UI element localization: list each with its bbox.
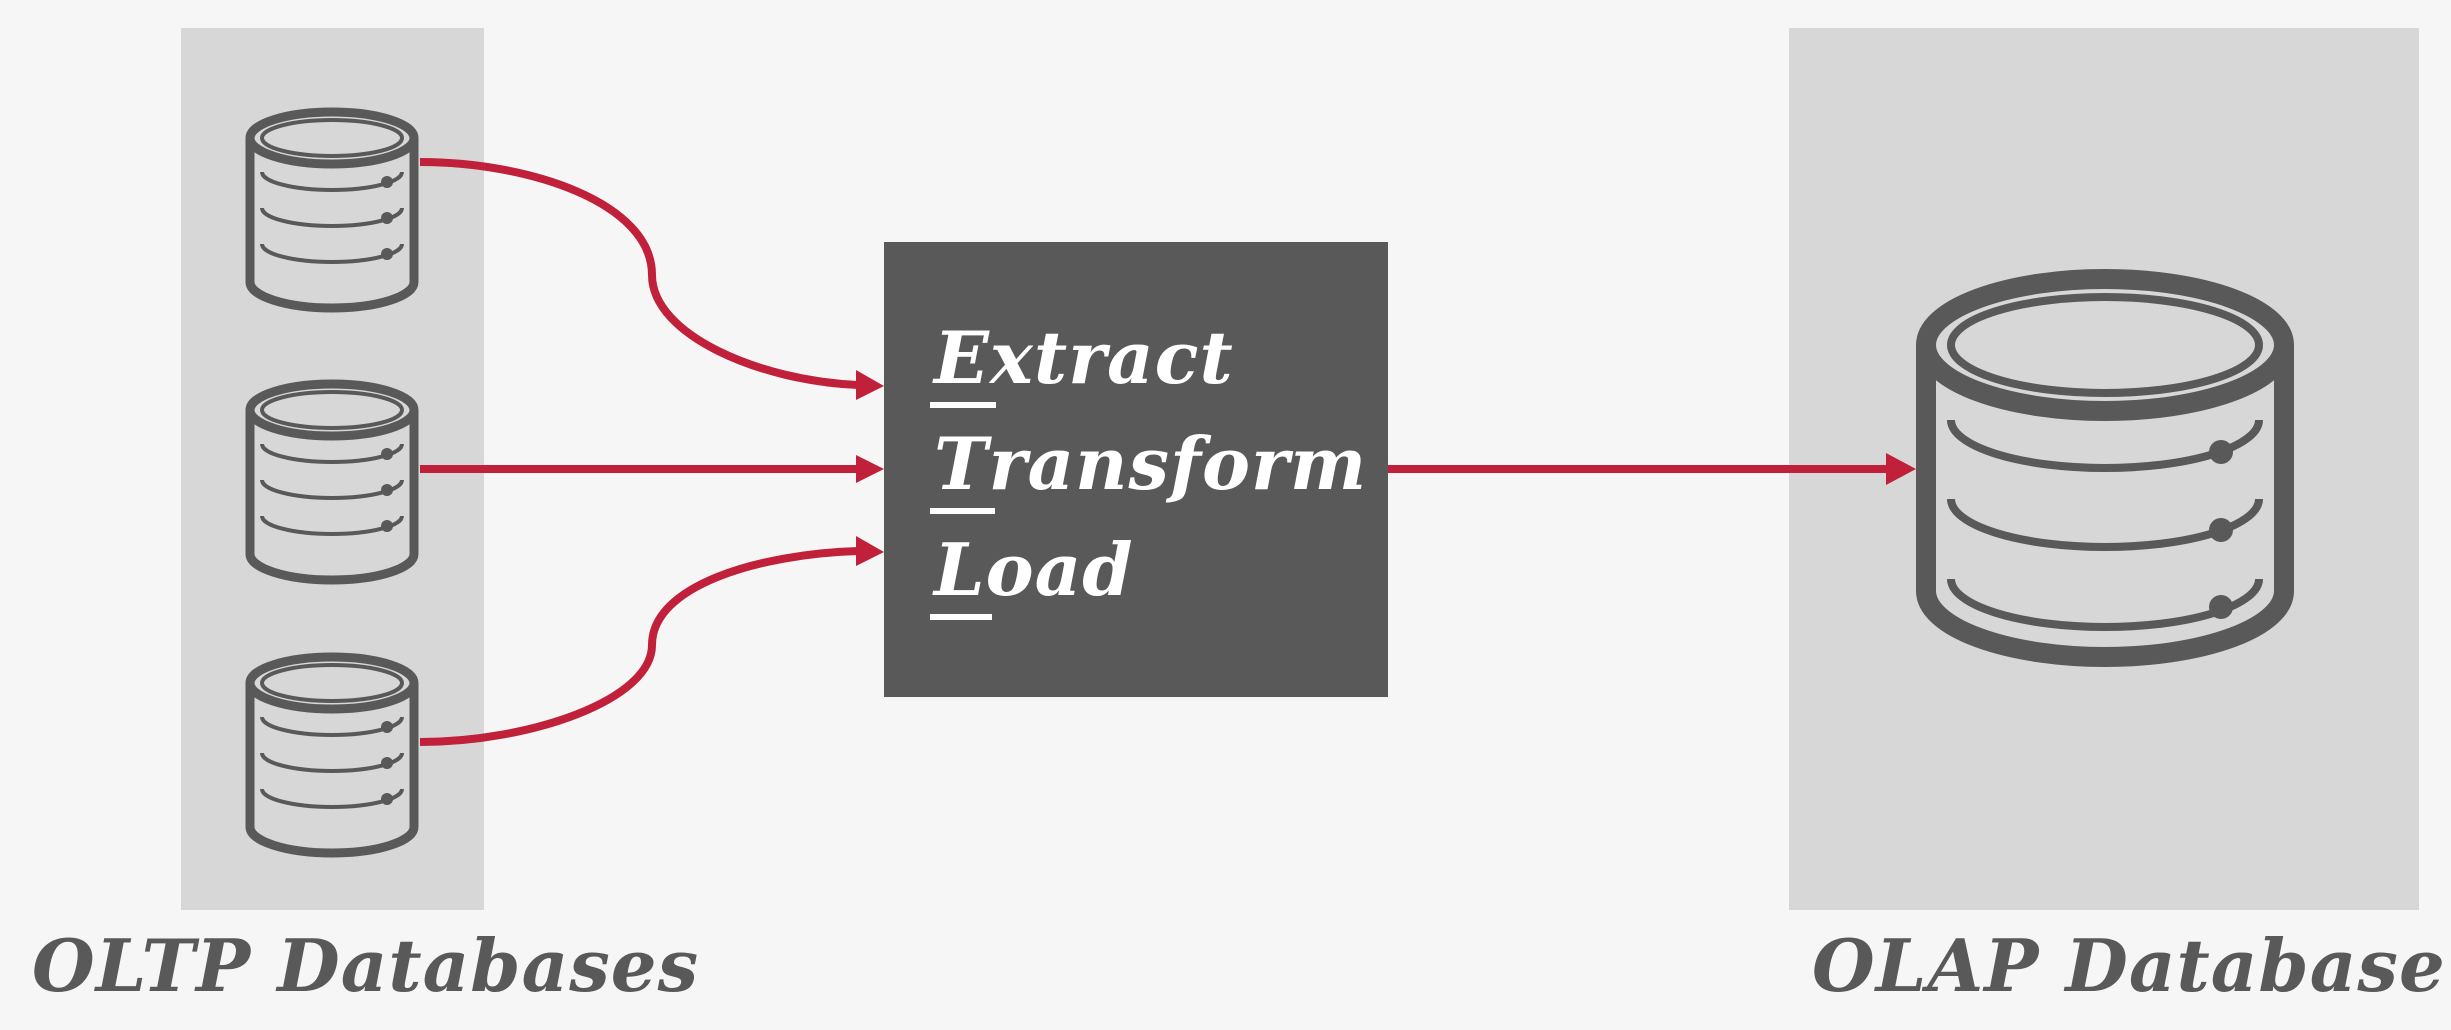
arrowhead-2 xyxy=(856,455,884,483)
etl-load-rest: oad xyxy=(985,527,1134,612)
database-icon-oltp-3 xyxy=(250,657,414,853)
oltp-caption: OLTP Databases xyxy=(32,923,700,1008)
etl-extract-rest: xtract xyxy=(989,315,1234,400)
flow-arrow-oltp-1 xyxy=(419,158,859,389)
flow-arrow-oltp-3 xyxy=(419,547,859,746)
data-flow-arrows xyxy=(419,158,1888,746)
etl-transform-initial: T xyxy=(930,421,995,514)
etl-load: Load xyxy=(930,527,1134,620)
etl-load-initial: L xyxy=(930,527,992,620)
arrowhead-4 xyxy=(1886,453,1916,485)
database-icon-oltp-2 xyxy=(250,384,414,580)
etl-process-box: Extract Transform Load xyxy=(884,242,1388,697)
arrowhead-1 xyxy=(856,370,884,400)
olap-caption: OLAP Database xyxy=(1812,923,2446,1008)
arrowheads xyxy=(856,370,1916,566)
arrowhead-3 xyxy=(856,536,884,566)
etl-extract: Extract xyxy=(930,315,1234,408)
database-icon-olap xyxy=(1926,279,2284,657)
database-icon-oltp-1 xyxy=(250,112,414,308)
etl-transform-rest: ransform xyxy=(988,421,1368,506)
etl-transform: Transform xyxy=(930,421,1367,514)
etl-extract-initial: E xyxy=(930,315,996,408)
